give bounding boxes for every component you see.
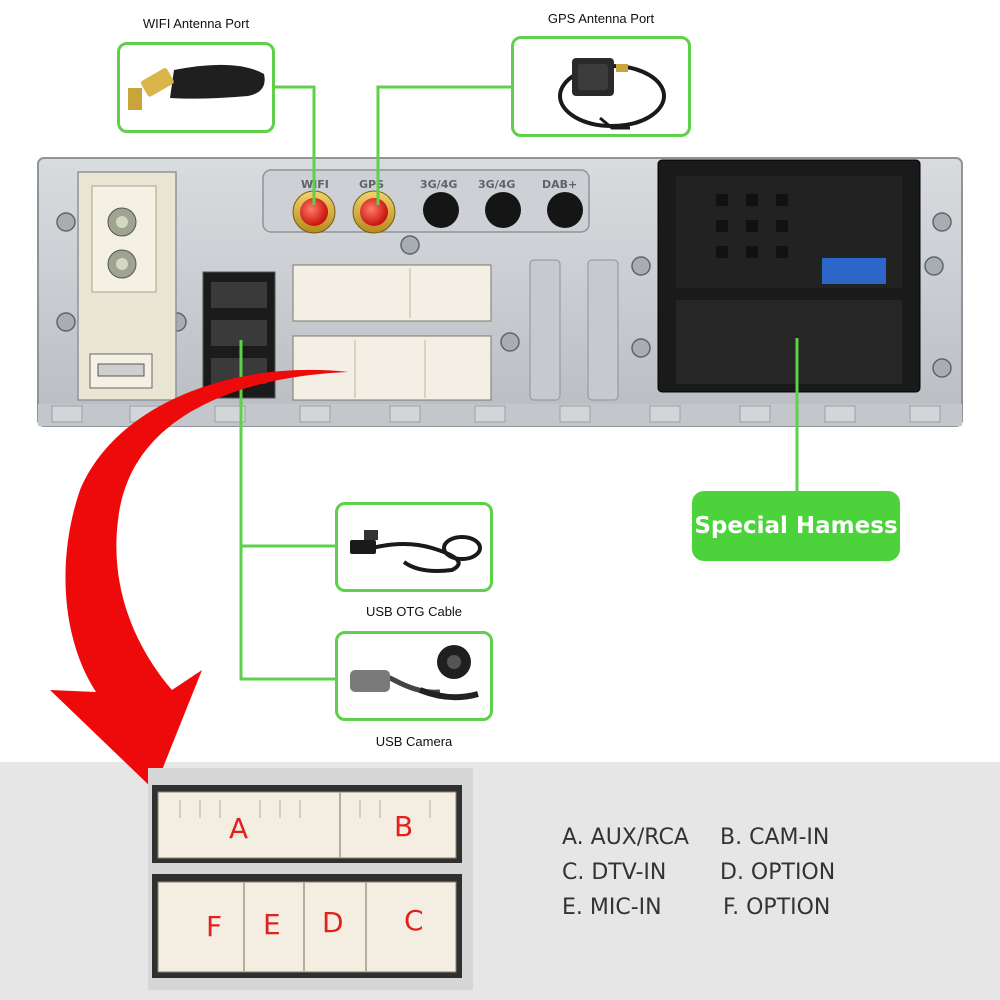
legend-row: E. MIC-IN F. OPTION xyxy=(562,890,862,925)
usb-camera-label: USB Camera xyxy=(375,734,453,749)
legend-item-c: C. DTV-IN xyxy=(562,860,667,885)
port-letter-c: C xyxy=(404,904,424,937)
camera-callout-box xyxy=(335,631,493,721)
legend-item-a: A. AUX/RCA xyxy=(562,825,689,850)
legend-item-b: B. CAM-IN xyxy=(720,825,830,850)
port-letter-d: D xyxy=(322,906,344,939)
port-letter-a: A xyxy=(229,812,249,845)
wifi-antenna-label: WIFI Antenna Port xyxy=(142,16,250,31)
legend-item-f: F. OPTION xyxy=(723,895,831,920)
special-harness-badge: Special Hamess xyxy=(692,491,900,561)
legend-row: A. AUX/RCA B. CAM-IN xyxy=(562,820,862,855)
legend-item-e: E. MIC-IN xyxy=(562,895,662,920)
port-legend: A. AUX/RCA B. CAM-IN C. DTV-IN D. OPTION… xyxy=(562,820,862,925)
panel-label-4g-1: 3G/4G xyxy=(420,178,457,191)
otg-callout-box xyxy=(335,502,493,592)
callout-lines xyxy=(239,85,799,681)
port-letter-f: F xyxy=(206,910,223,943)
head-unit-back-panel xyxy=(37,157,963,427)
panel-label-gps: GPS xyxy=(359,178,384,191)
wifi-callout-box xyxy=(117,42,275,133)
red-arrow xyxy=(50,369,348,790)
gps-callout-box xyxy=(511,36,691,137)
panel-label-dab: DAB+ xyxy=(542,178,577,191)
legend-item-d: D. OPTION xyxy=(720,860,836,885)
port-letter-e: E xyxy=(263,908,281,941)
legend-row: C. DTV-IN D. OPTION xyxy=(562,855,862,890)
port-letter-b: B xyxy=(394,810,414,843)
gps-antenna-label: GPS Antenna Port xyxy=(547,11,655,26)
usb-otg-label: USB OTG Cable xyxy=(365,604,463,619)
panel-label-4g-2: 3G/4G xyxy=(478,178,515,191)
connector-detail xyxy=(148,768,473,990)
